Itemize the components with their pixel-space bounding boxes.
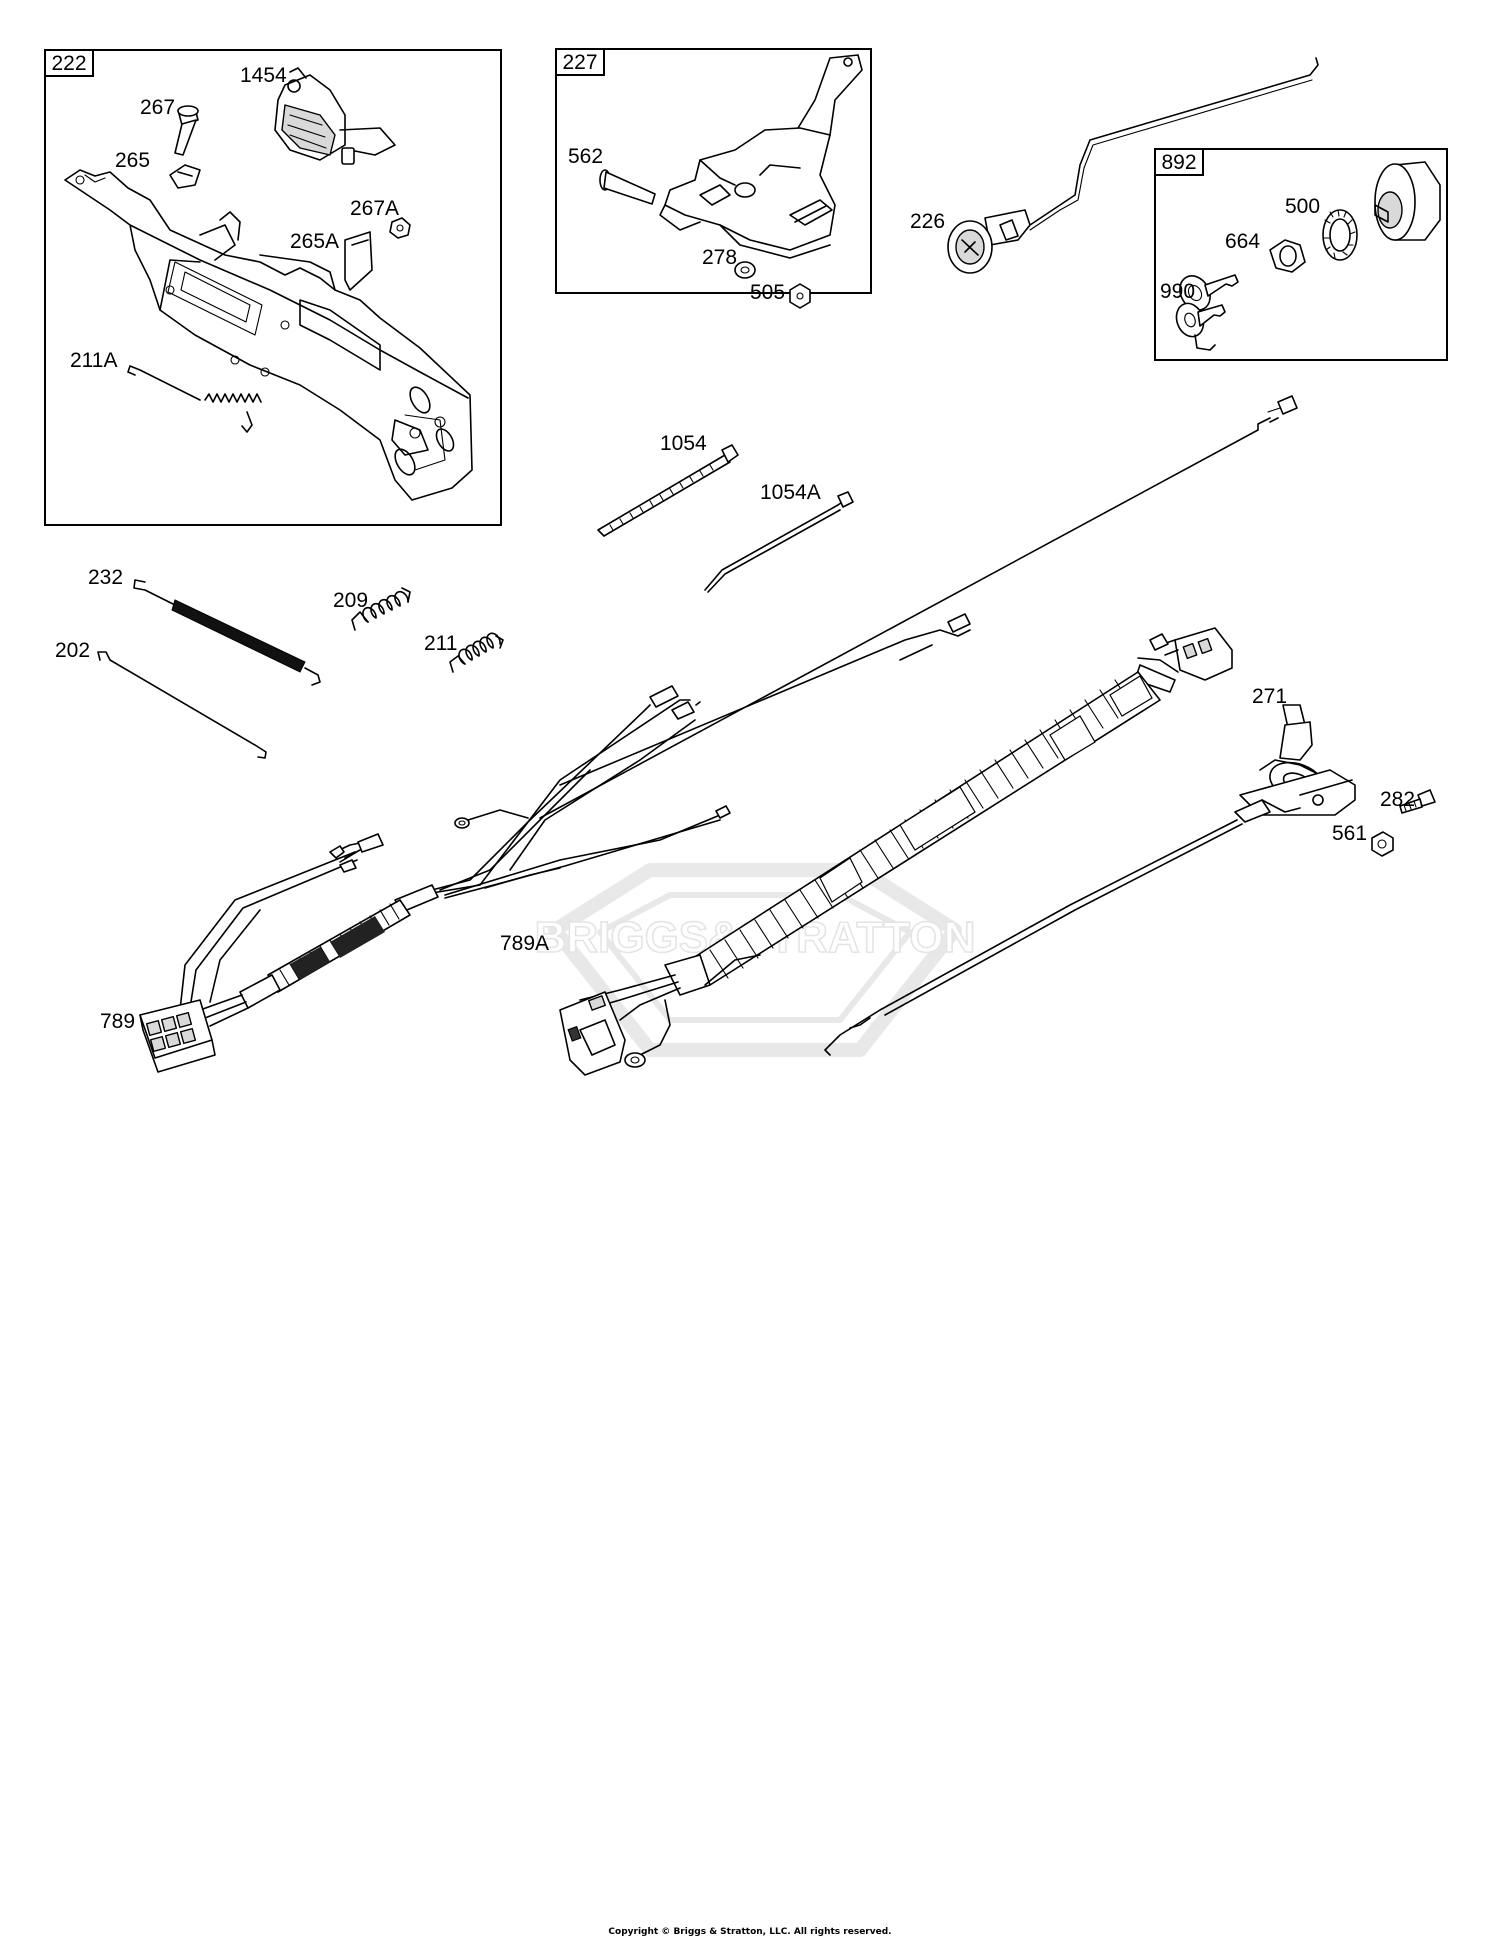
- throttle-cable-271-part: [824, 704, 1356, 1056]
- spring-211A-part: [127, 365, 262, 433]
- nut-561-part: [1371, 831, 1394, 857]
- bracket-265A-part: [344, 231, 373, 291]
- label-1054A: 1054A: [760, 481, 821, 504]
- label-267: 267: [140, 96, 175, 119]
- lock-washer-500-part: [1322, 209, 1358, 261]
- box-892: 892 500 664: [1154, 148, 1448, 361]
- spring-211-part: [449, 632, 504, 673]
- wire-harness-789-part: [139, 613, 971, 1073]
- label-267A: 267A: [350, 197, 399, 220]
- label-265: 265: [115, 149, 150, 172]
- spring-209-part: [351, 587, 411, 631]
- ignition-switch-part: [1374, 161, 1441, 241]
- label-202: 202: [55, 639, 90, 662]
- label-226: 226: [910, 210, 945, 233]
- box-227: 227 562 278: [555, 48, 872, 309]
- rod-202-part: [97, 651, 267, 759]
- bolt-562-part: [599, 169, 656, 205]
- label-664: 664: [1225, 230, 1260, 253]
- label-282: 282: [1380, 788, 1415, 811]
- choke-control-226-part: [947, 57, 1319, 274]
- box-tag-227: 227: [562, 51, 597, 74]
- box-tag-892: 892: [1161, 151, 1196, 174]
- nut-664-part: [1269, 239, 1306, 273]
- label-278: 278: [702, 246, 737, 269]
- cable-tie-1054-part: [597, 444, 739, 537]
- cable-tie-1054A-part: [704, 491, 854, 593]
- label-232: 232: [88, 566, 123, 589]
- box-222: 222: [44, 49, 502, 526]
- control-bracket-part: [64, 169, 473, 501]
- label-500: 500: [1285, 195, 1320, 218]
- label-789A: 789A: [500, 932, 549, 955]
- bolt-267-part: [174, 105, 199, 156]
- watermark-registered-mark: ®: [870, 1019, 879, 1033]
- label-1454: 1454: [240, 64, 287, 87]
- wire-harness-789A-part: [559, 627, 1233, 1076]
- label-211: 211: [424, 632, 457, 655]
- box-tag-222: 222: [51, 52, 86, 75]
- clip-265-part: [169, 164, 201, 189]
- label-990: 990: [1160, 280, 1195, 303]
- switch-1454-part: [274, 67, 396, 165]
- label-265A: 265A: [290, 230, 339, 253]
- copyright-footer: Copyright © Briggs & Stratton, LLC. All …: [608, 1927, 892, 1937]
- washer-278-part: [734, 261, 756, 279]
- label-562: 562: [568, 145, 603, 168]
- label-561: 561: [1332, 822, 1367, 845]
- spring-232-part: [133, 579, 321, 686]
- nut-505-part: [789, 283, 811, 309]
- bolt-282-part: [1399, 789, 1436, 814]
- label-505: 505: [750, 281, 785, 304]
- label-211A: 211A: [70, 349, 118, 372]
- nut-267A-part: [389, 217, 411, 239]
- label-209: 209: [333, 589, 368, 612]
- label-789: 789: [100, 1010, 135, 1033]
- label-1054: 1054: [660, 432, 707, 455]
- label-271: 271: [1252, 685, 1287, 708]
- keys-990-part: [1175, 274, 1239, 351]
- ground-wire-part: [539, 395, 1298, 819]
- throttle-bracket-part: [659, 54, 863, 259]
